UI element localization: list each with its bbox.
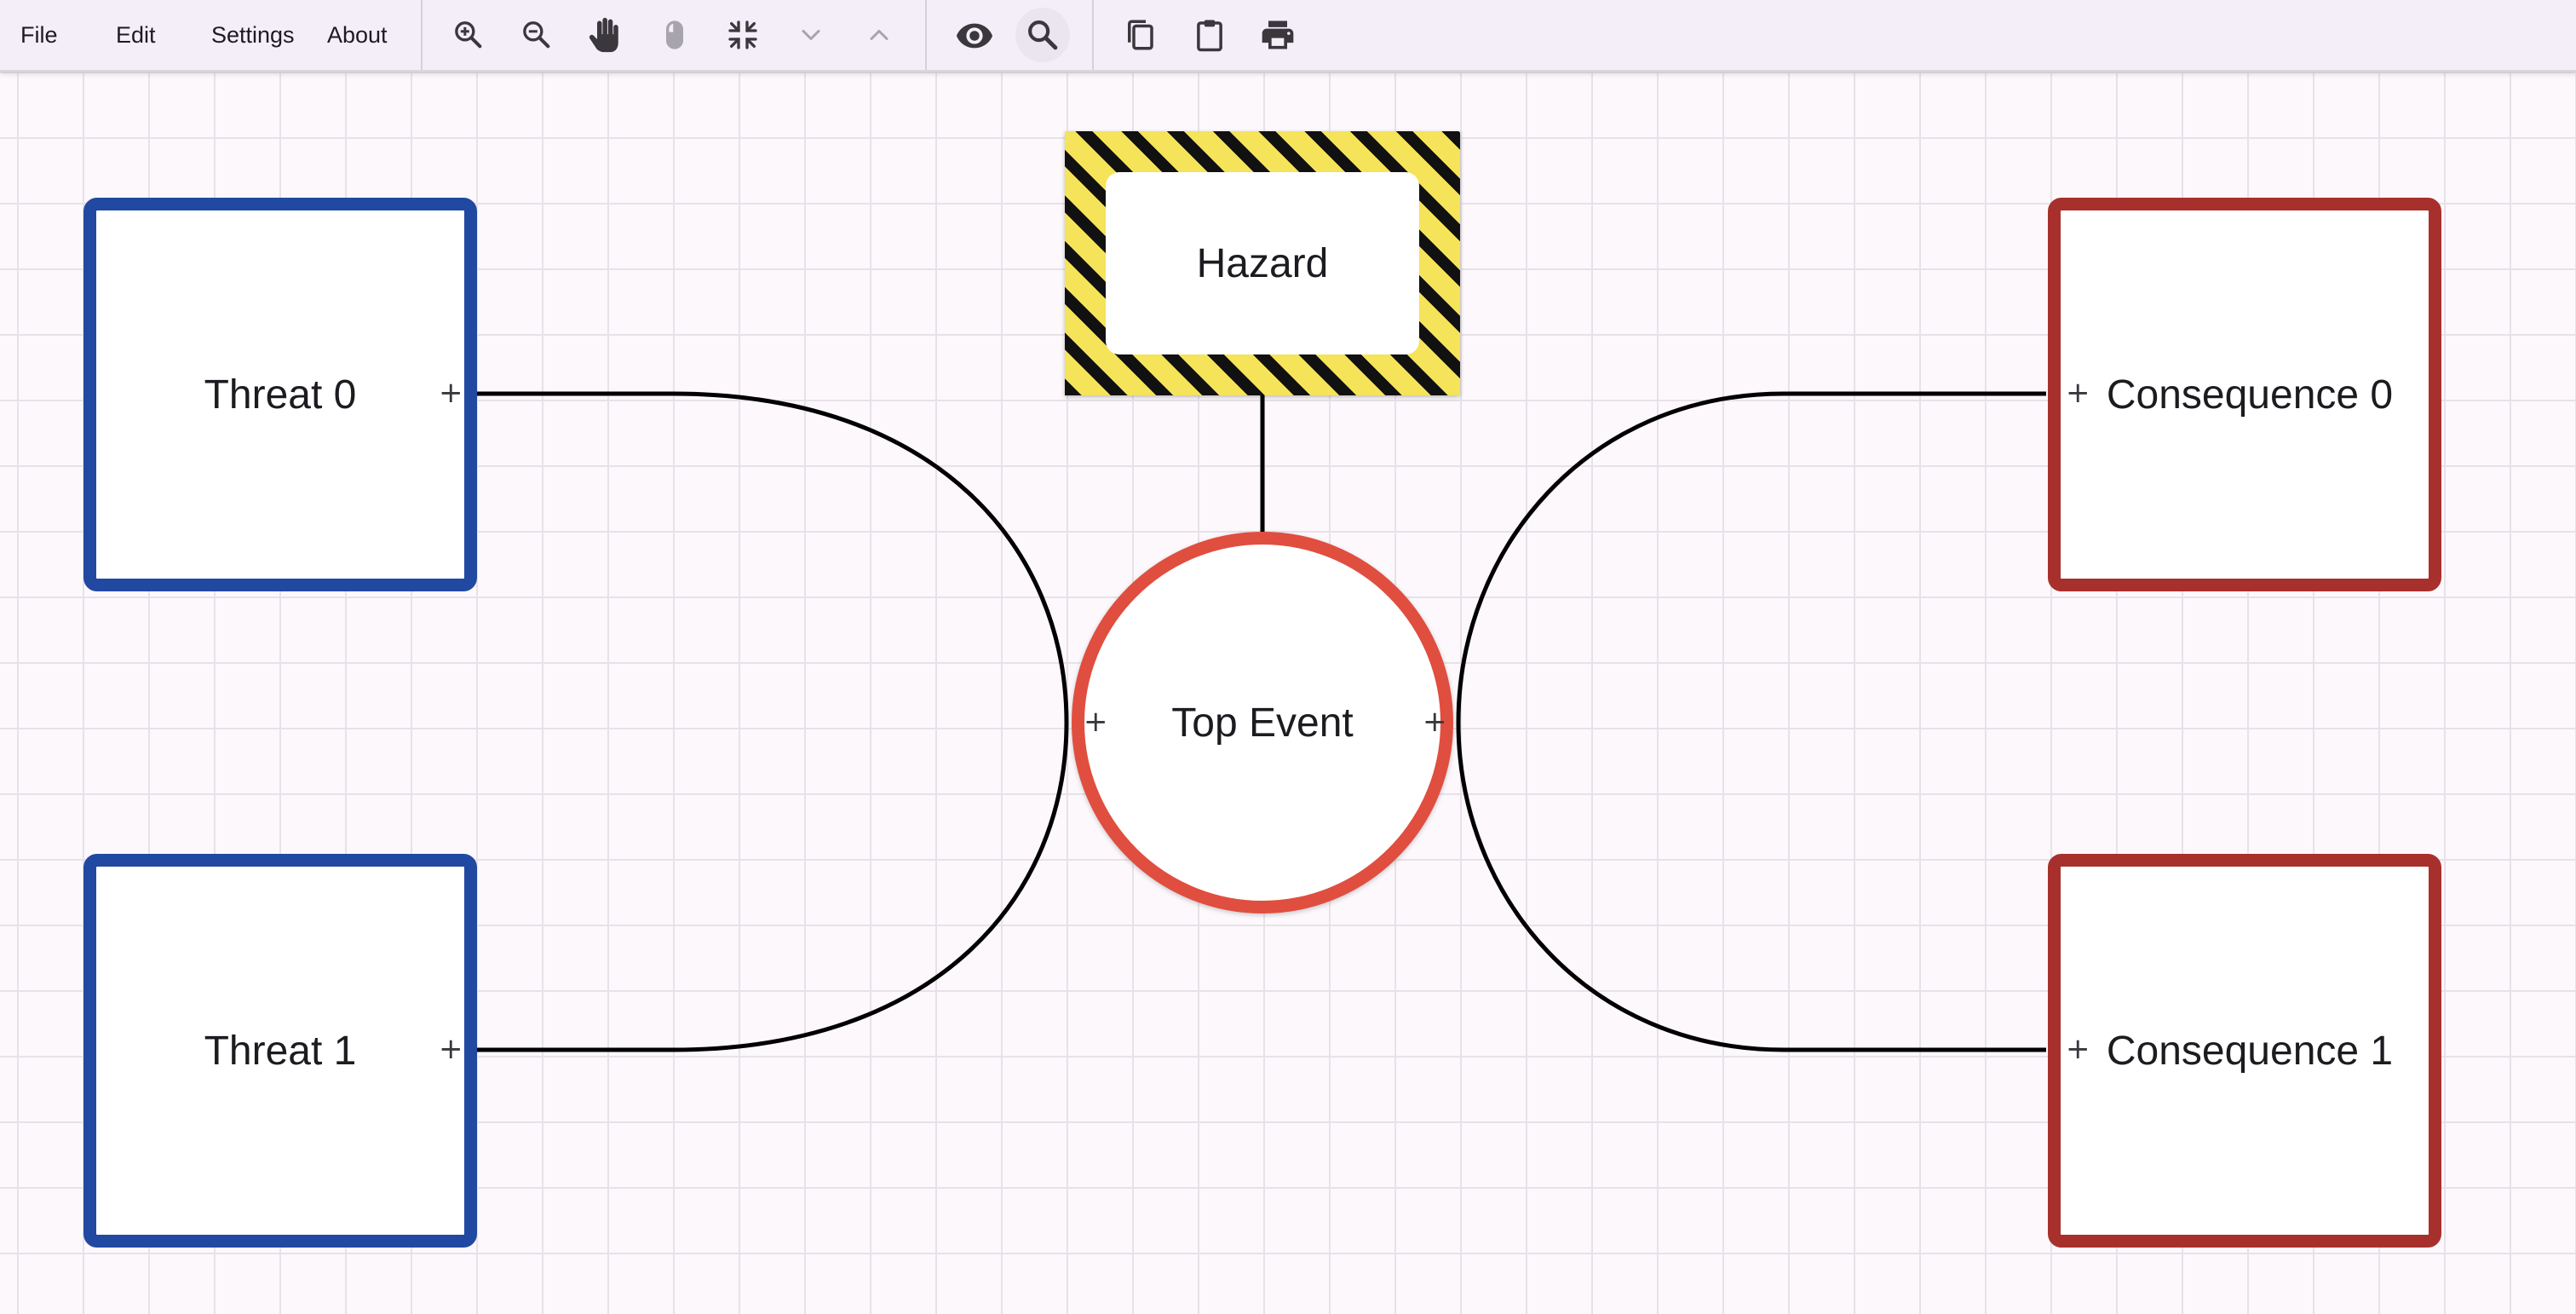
toolbar-divider: [1092, 0, 1094, 70]
fit-screen-icon: [728, 20, 757, 49]
add-port-consequence-0[interactable]: +: [2066, 376, 2090, 410]
copy-button[interactable]: [1113, 8, 1167, 62]
consequence-node[interactable]: Consequence 1: [2048, 854, 2441, 1248]
add-port-threat-1[interactable]: +: [439, 1032, 463, 1066]
threat-label: Threat 0: [204, 372, 357, 418]
pan-hand-icon: [589, 17, 618, 53]
menu-about[interactable]: About: [327, 22, 388, 48]
link-threat-1: [475, 722, 1069, 1052]
threat-label: Threat 1: [204, 1028, 357, 1074]
link-consequence-0: [1456, 391, 2046, 723]
mouse-icon: [666, 20, 683, 49]
toolbar: File Edit Settings About: [0, 0, 2576, 72]
consequence-label: Consequence 1: [2106, 1028, 2394, 1074]
hazard-node[interactable]: Hazard: [1065, 131, 1460, 395]
hazard-label-box: Hazard: [1106, 172, 1419, 354]
hazard-label: Hazard: [1196, 240, 1329, 286]
print-icon: [1262, 20, 1294, 49]
threat-node[interactable]: Threat 0: [83, 198, 477, 591]
chevron-up-icon: [870, 30, 888, 40]
search-button[interactable]: [1015, 8, 1070, 62]
consequence-label: Consequence 0: [2106, 372, 2394, 418]
fit-screen-button[interactable]: [716, 8, 770, 62]
mouse-mode-button[interactable]: [647, 8, 702, 62]
zoom-in-button[interactable]: [441, 8, 496, 62]
paste-icon: [1197, 20, 1222, 52]
toolbar-divider: [925, 0, 927, 70]
zoom-out-icon: [523, 21, 550, 49]
zoom-out-button[interactable]: [509, 8, 564, 62]
add-port-top-event-right[interactable]: +: [1423, 705, 1447, 739]
link-consequence-1: [1456, 722, 2046, 1052]
consequence-node[interactable]: Consequence 0: [2048, 198, 2441, 591]
toolbar-divider: [421, 0, 423, 70]
connector-layer: [475, 391, 2046, 1052]
search-icon: [1028, 20, 1058, 50]
add-port-top-event-left[interactable]: +: [1084, 705, 1108, 739]
menu-file[interactable]: File: [20, 22, 58, 48]
visibility-button[interactable]: [947, 8, 1002, 62]
copy-icon: [1128, 20, 1153, 50]
pan-button[interactable]: [579, 8, 634, 62]
add-port-threat-0[interactable]: +: [439, 376, 463, 410]
zoom-in-icon: [455, 21, 482, 49]
eye-icon: [956, 23, 993, 49]
collapse-up-button[interactable]: [852, 8, 906, 62]
diagram-canvas[interactable]: Threat 0 + Threat 1 + Hazard Top Event +…: [0, 72, 2576, 1314]
collapse-down-button[interactable]: [784, 8, 838, 62]
link-threat-0: [475, 391, 1069, 723]
threat-node[interactable]: Threat 1: [83, 854, 477, 1248]
chevron-down-icon: [802, 30, 820, 40]
add-port-consequence-1[interactable]: +: [2066, 1032, 2090, 1066]
print-button[interactable]: [1251, 8, 1305, 62]
menu-edit[interactable]: Edit: [116, 22, 156, 48]
menu-settings[interactable]: Settings: [211, 22, 295, 48]
top-event-node[interactable]: Top Event: [1072, 532, 1453, 913]
top-event-label: Top Event: [1171, 700, 1354, 746]
paste-button[interactable]: [1182, 8, 1237, 62]
